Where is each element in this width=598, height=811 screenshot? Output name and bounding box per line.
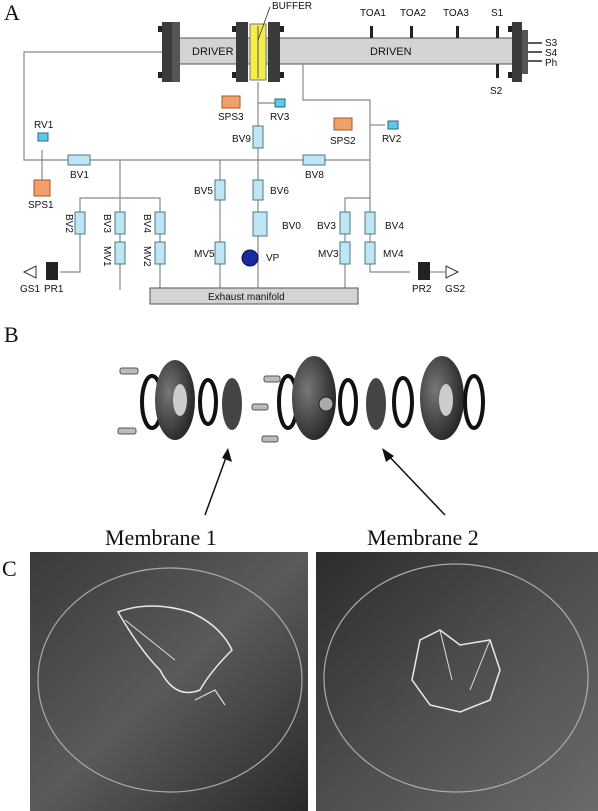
gs2-label: GS2 xyxy=(445,284,465,295)
bv4-left-label: BV4 xyxy=(141,214,152,233)
pr1-label: PR1 xyxy=(44,284,64,295)
bv3-right-label: BV3 xyxy=(317,221,336,232)
rv3-label: RV3 xyxy=(270,112,290,123)
sps3-box xyxy=(221,95,241,109)
bv1-label: BV1 xyxy=(70,170,89,181)
arrow-membrane-1 xyxy=(204,451,229,516)
photo-membrane-1 xyxy=(30,552,308,811)
bv4-right-label: BV4 xyxy=(385,221,404,232)
vp-label: VP xyxy=(266,253,280,264)
pr2-label: PR2 xyxy=(412,284,432,295)
flange-assembly xyxy=(117,356,485,443)
flange-buffer-right xyxy=(268,22,280,82)
flange-2 xyxy=(292,356,336,440)
valves: BV1 BV8 BV9 BV5 BV6 BV0 BV2 BV3 BV4 BV3 … xyxy=(63,125,404,267)
sensor-s1: S1 xyxy=(491,8,504,19)
membrane-2-label: Membrane 2 xyxy=(367,525,479,550)
driven-label: DRIVEN xyxy=(370,46,412,58)
flange-left xyxy=(162,22,172,82)
mv2-label: MV2 xyxy=(141,246,152,267)
panel-label-c: C xyxy=(2,556,17,581)
vacuum-pump-icon xyxy=(241,249,259,267)
arrow-membrane-2 xyxy=(384,451,446,516)
rv2-icon xyxy=(387,120,399,130)
bv2-label: BV2 xyxy=(63,214,74,233)
exhaust-manifold-label: Exhaust manifold xyxy=(208,292,285,303)
sps2-label: SPS2 xyxy=(330,136,356,147)
pr1-icon xyxy=(46,262,58,280)
flange-buffer-left xyxy=(236,22,248,82)
rv3-icon xyxy=(274,98,286,108)
exhaust-manifold xyxy=(149,287,359,305)
flange-right xyxy=(512,22,522,82)
bv3-left-label: BV3 xyxy=(101,214,112,233)
mv1-label: MV1 xyxy=(101,246,112,267)
sensor-s2: S2 xyxy=(490,86,503,97)
rv2-label: RV2 xyxy=(382,134,402,145)
sps1-box xyxy=(33,179,51,197)
pr2-icon xyxy=(418,262,430,280)
bv9-label: BV9 xyxy=(232,134,251,145)
sensor-toa3: TOA3 xyxy=(443,8,469,19)
sensor-toa1: TOA1 xyxy=(360,8,386,19)
sps1-label: SPS1 xyxy=(28,200,54,211)
tube-body xyxy=(169,37,526,65)
rv1-icon xyxy=(37,132,49,142)
gs2-icon xyxy=(445,265,460,279)
sensor-s3: S3 xyxy=(545,38,558,49)
sensor-toa2: TOA2 xyxy=(400,8,426,19)
bv0-label: BV0 xyxy=(282,221,301,232)
membrane-1 xyxy=(222,378,242,430)
gs1-label: GS1 xyxy=(20,284,40,295)
mv3-label: MV3 xyxy=(318,249,339,260)
photo-membrane-2 xyxy=(316,552,598,811)
rv1-label: RV1 xyxy=(34,120,54,131)
driver-label: DRIVER xyxy=(192,46,234,58)
bv6-label: BV6 xyxy=(270,186,289,197)
sensor-s4: S4 xyxy=(545,48,558,59)
gs1-icon xyxy=(22,265,37,279)
sensor-ph: Ph xyxy=(545,58,557,69)
sps2-box xyxy=(333,117,353,131)
panel-label-b: B xyxy=(4,322,19,347)
membrane-2 xyxy=(366,378,386,430)
buffer-label: BUFFER xyxy=(272,1,312,12)
membrane-1-label: Membrane 1 xyxy=(105,525,217,550)
mv4-label: MV4 xyxy=(383,249,404,260)
bv5-label: BV5 xyxy=(194,186,213,197)
sps3-label: SPS3 xyxy=(218,112,244,123)
panel-label-a: A xyxy=(4,0,20,25)
shock-tube: DRIVER DRIVEN BUFFER TOA1 TOA2 TOA3 S1 S… xyxy=(158,1,558,97)
mv5-label: MV5 xyxy=(194,249,215,260)
bv8-label: BV8 xyxy=(305,170,324,181)
